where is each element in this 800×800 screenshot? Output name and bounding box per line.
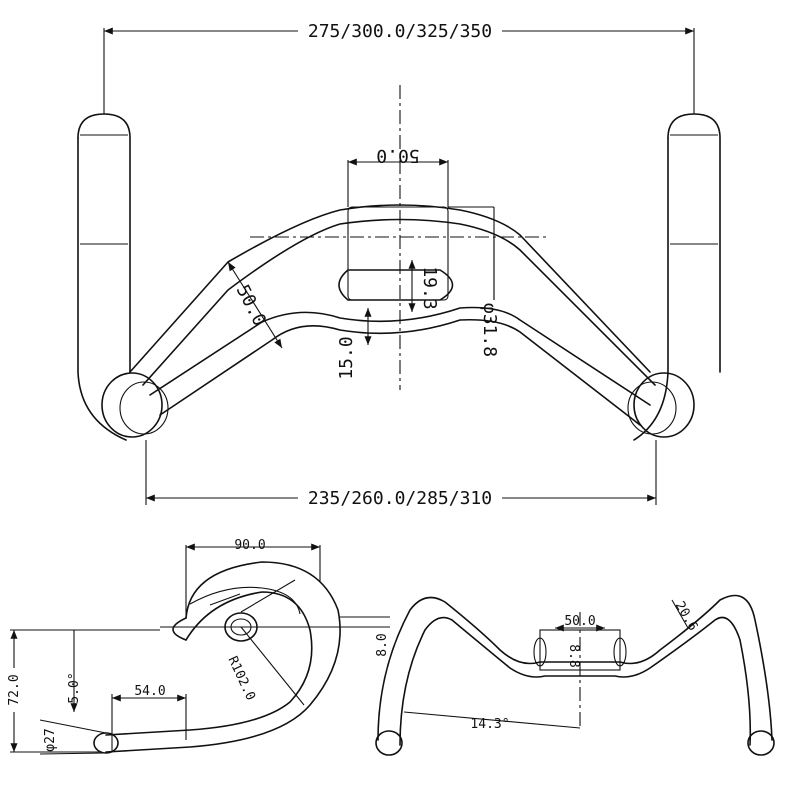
clamp-width-label: 50.0 xyxy=(376,145,419,166)
drop-end xyxy=(93,732,119,754)
top-bridge xyxy=(129,204,656,426)
rear-inner-curve xyxy=(399,616,752,746)
drop-diameter-label: φ27 xyxy=(43,728,58,751)
rear-flare-angle-label: 14.3° xyxy=(470,717,509,732)
rear-corner-label: 20.6 xyxy=(672,599,701,634)
bottom-width-label: 235/260.0/285/310 xyxy=(308,488,492,509)
side-view: 90.0 8.0 72.0 5.0° 54.0 R102.0 φ27 xyxy=(4,538,390,755)
flat-label: 54.0 xyxy=(134,684,165,699)
rear-clamp-width-label: 50.0 xyxy=(564,614,595,629)
radius-label: R102.0 xyxy=(224,654,257,703)
left-drop xyxy=(77,113,169,441)
right-drop xyxy=(627,113,721,441)
clamp-diameter-label: φ31.8 xyxy=(479,303,500,357)
drop-label: 72.0 xyxy=(7,674,22,705)
center-drop-label: 15.0 xyxy=(336,336,357,379)
front-view: 275/300.0/325/350 235/260.0/285/310 50.0… xyxy=(77,18,721,509)
top-width-label: 275/300.0/325/350 xyxy=(308,21,492,42)
reach-label: 90.0 xyxy=(234,538,265,553)
tube-width-label: 50.0 xyxy=(232,281,270,329)
rise-label: 8.0 xyxy=(375,633,390,656)
slot-height-label: 19.3 xyxy=(419,266,440,309)
cable-slot xyxy=(338,269,454,301)
rear-view: 50.0 8.8 14.3° 20.6 xyxy=(375,594,775,756)
clamp-area xyxy=(338,160,495,301)
side-outer-curve xyxy=(105,561,341,753)
side-inner-curve xyxy=(105,591,313,736)
rear-clamp-height-label: 8.8 xyxy=(566,644,581,667)
angle-label: 5.0° xyxy=(67,672,82,703)
